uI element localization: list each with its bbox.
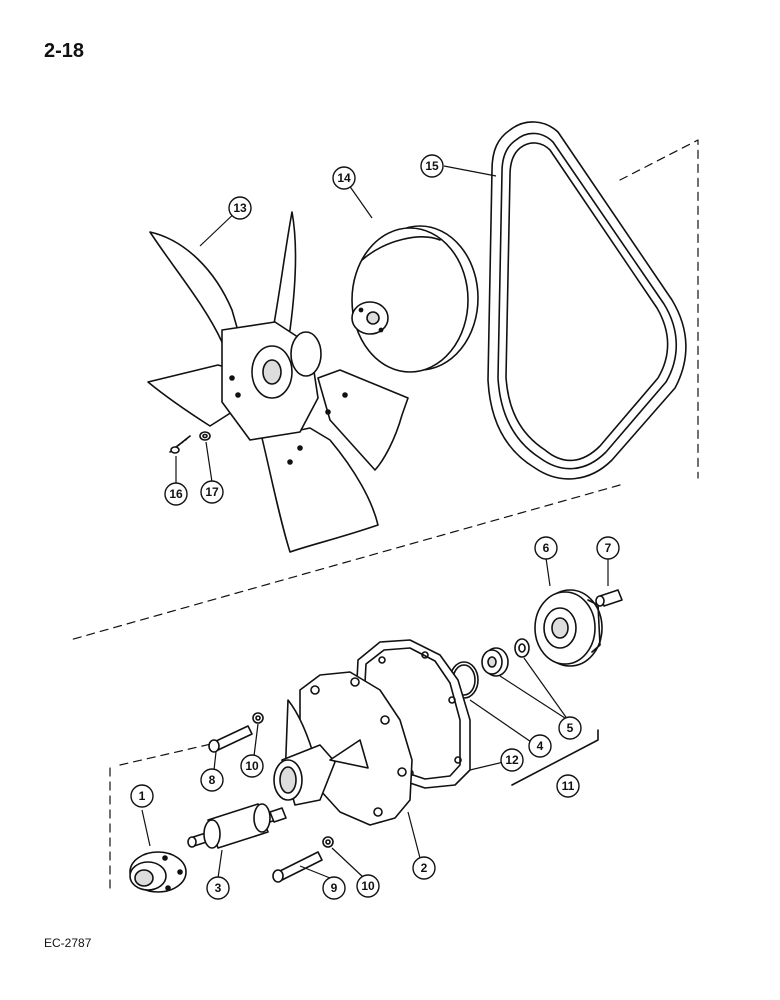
- callout-10-upper-label: 10: [245, 759, 259, 773]
- callout-2-label: 2: [421, 861, 428, 875]
- callout-8: 8: [200, 768, 224, 792]
- callout-10-lower-label: 10: [361, 879, 375, 893]
- pump-hub-flange: [129, 851, 187, 893]
- callout-11: 11: [556, 774, 580, 798]
- callout-16-label: 16: [169, 487, 183, 501]
- grease-fitting: [595, 589, 623, 607]
- pump-bolt-long: [272, 851, 323, 883]
- pump-pulley-hub: [534, 589, 603, 667]
- callout-13-label: 13: [233, 201, 247, 215]
- callout-8-label: 8: [209, 773, 216, 787]
- group-bracket: [511, 729, 599, 786]
- callout-2: 2: [412, 856, 436, 880]
- callout-4-label: 4: [537, 739, 544, 753]
- lock-washer-lower: [322, 836, 334, 848]
- callout-3-label: 3: [215, 881, 222, 895]
- callout-7-label: 7: [605, 541, 612, 555]
- callout-3: 3: [206, 876, 230, 900]
- bearing-seal-large: [481, 647, 509, 677]
- figure-code: EC-2787: [44, 936, 92, 950]
- callout-5: 5: [558, 716, 582, 740]
- pump-bolt-short: [208, 725, 253, 753]
- callout-10-lower: 10: [356, 874, 380, 898]
- fan-bolt: [169, 435, 191, 454]
- assembly-boundary-dashed: [69, 139, 699, 891]
- callout-5-label: 5: [567, 721, 574, 735]
- callout-6: 6: [534, 536, 558, 560]
- v-belt: [487, 121, 687, 480]
- callout-7: 7: [596, 536, 620, 560]
- callout-1-label: 1: [139, 789, 146, 803]
- callout-13: 13: [228, 196, 252, 220]
- callout-12: 12: [500, 748, 524, 772]
- callouts: 1 2 3 4 5 6 7 8 9 10 10 11 12 13 14 15 1…: [130, 154, 620, 900]
- water-pump-housing: [273, 671, 413, 826]
- lock-washer-upper: [252, 712, 264, 724]
- callout-15: 15: [420, 154, 444, 178]
- callout-14-label: 14: [337, 171, 351, 185]
- fan-blade-assembly: [147, 211, 409, 553]
- callout-14: 14: [332, 166, 356, 190]
- callout-17-label: 17: [205, 485, 219, 499]
- pump-shaft-bearing: [187, 803, 287, 849]
- fan-lock-washer: [199, 431, 211, 441]
- page-number: 2-18: [44, 40, 85, 62]
- callout-9-label: 9: [331, 881, 338, 895]
- callout-6-label: 6: [543, 541, 550, 555]
- callout-12-label: 12: [505, 753, 519, 767]
- callout-16: 16: [164, 482, 188, 506]
- callout-1: 1: [130, 784, 154, 808]
- callout-4: 4: [528, 734, 552, 758]
- callout-11-label: 11: [562, 779, 575, 793]
- callout-9: 9: [322, 876, 346, 900]
- callout-15-label: 15: [425, 159, 439, 173]
- callout-17: 17: [200, 480, 224, 504]
- bearing-seal-small: [514, 638, 530, 658]
- fan-pulley: [351, 225, 479, 373]
- callout-10-upper: 10: [240, 754, 264, 778]
